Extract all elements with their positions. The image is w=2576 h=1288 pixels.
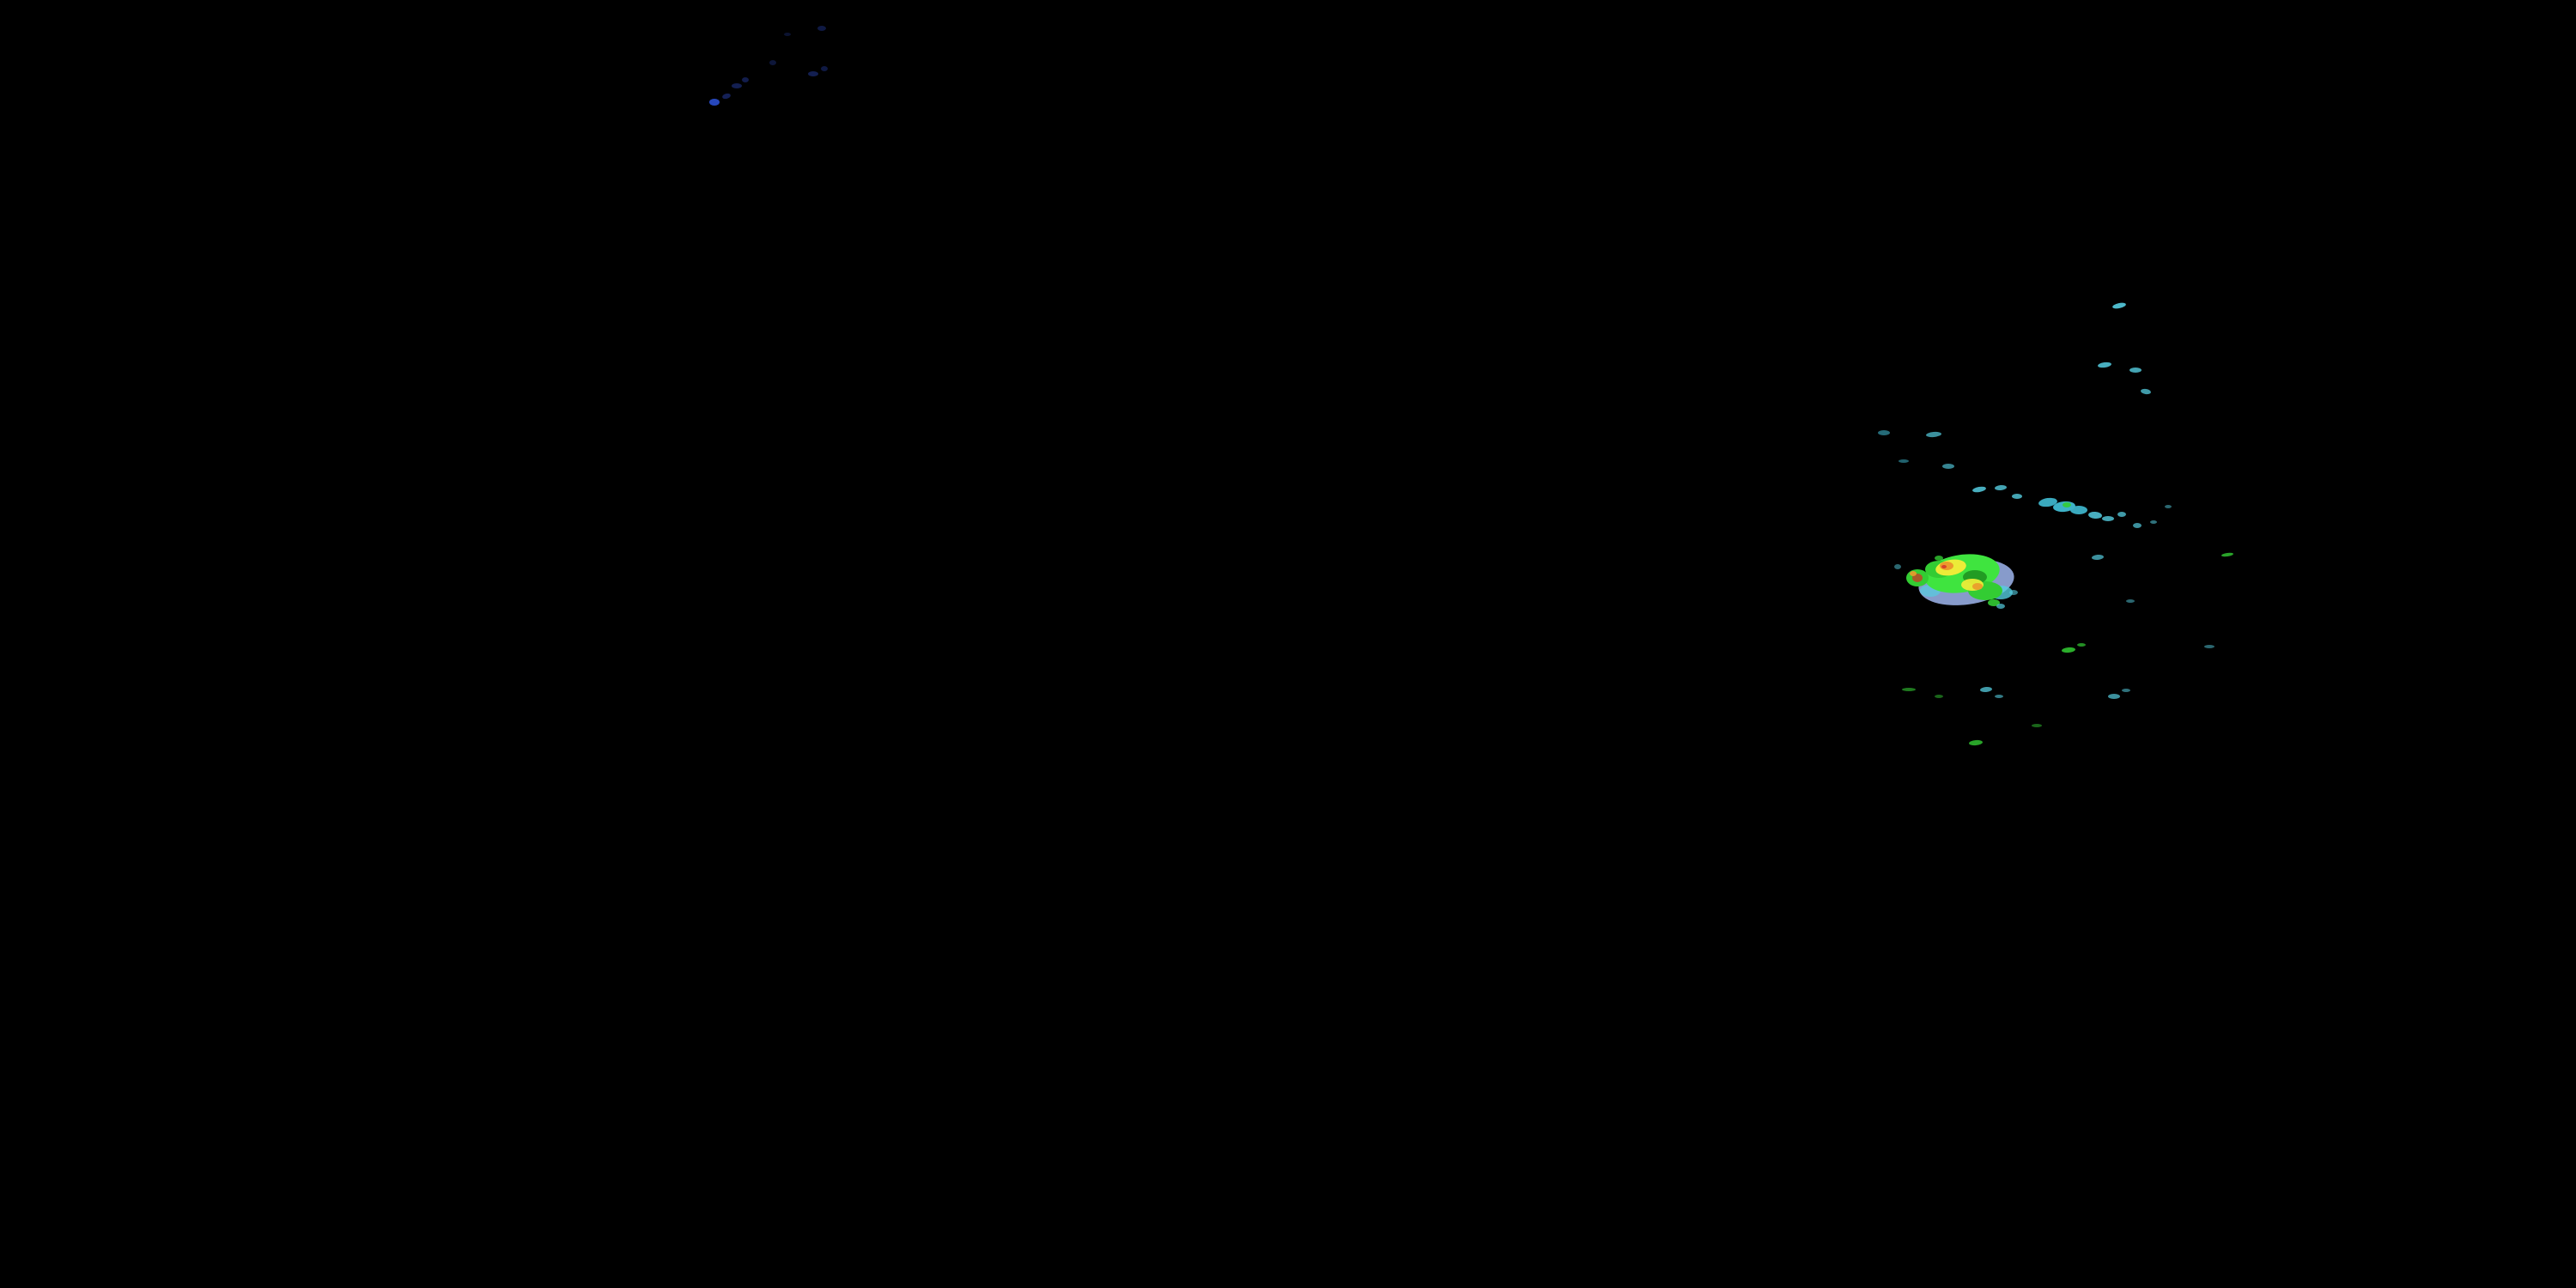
radar-echo: [2221, 552, 2233, 557]
radar-echo: [2133, 523, 2142, 528]
radar-echo: [1894, 564, 1901, 569]
radar-echo: [1996, 604, 2005, 609]
radar-echo: [2038, 497, 2057, 507]
radar-echo: [1969, 739, 1983, 746]
radar-echo: [732, 83, 742, 88]
radar-echo: [2077, 643, 2086, 647]
radar-echo: [2070, 506, 2087, 514]
radar-echo: [2122, 689, 2130, 692]
radar-echo: [1935, 695, 1943, 698]
radar-echo: [2108, 694, 2120, 699]
radar-echo: [1878, 430, 1890, 435]
radar-echo: [1972, 583, 1983, 590]
radar-echo: [1910, 571, 1917, 576]
radar-echo: [1995, 695, 2003, 698]
radar-echo: [2012, 494, 2022, 499]
radar-echo: [2204, 645, 2215, 648]
radar-echo: [1926, 431, 1941, 438]
radar-echo: [1988, 599, 2000, 606]
radar-echo: [1902, 688, 1916, 691]
radar-echo: [2092, 554, 2104, 561]
radar-echo: [2129, 368, 2142, 373]
radar-echo: [2165, 505, 2172, 508]
radar-echo: [2141, 388, 2151, 395]
radar-echo: [769, 60, 776, 65]
radar-echo: [1935, 556, 1943, 561]
radar-echo: [2062, 647, 2075, 653]
radar-echo: [722, 93, 731, 100]
radar-echo: [1941, 565, 1947, 568]
radar-echo: [817, 26, 826, 31]
radar-echo: [742, 77, 749, 82]
radar-echo: [808, 71, 818, 76]
radar-echo: [1940, 562, 1953, 570]
radar-echo: [2150, 520, 2157, 524]
radar-echo: [709, 99, 720, 106]
radar-echo: [1995, 484, 2007, 491]
radar-echo: [2112, 302, 2126, 309]
radar-echo: [2032, 724, 2042, 727]
radar-echo: [1942, 464, 1954, 469]
radar-echo: [2126, 599, 2135, 603]
radar-echo: [784, 33, 791, 36]
radar-echo: [821, 66, 828, 71]
radar-echo: [1980, 686, 1992, 693]
radar-echo: [1972, 486, 1986, 493]
radar-echo: [2088, 511, 2102, 519]
radar-echo: [2063, 502, 2071, 507]
radar-echo: [2098, 361, 2111, 368]
radar-echo: [2117, 512, 2126, 517]
radar-echo: [1899, 459, 1909, 463]
radar-echo: [2102, 516, 2114, 521]
radar-echo: [2009, 590, 2018, 595]
